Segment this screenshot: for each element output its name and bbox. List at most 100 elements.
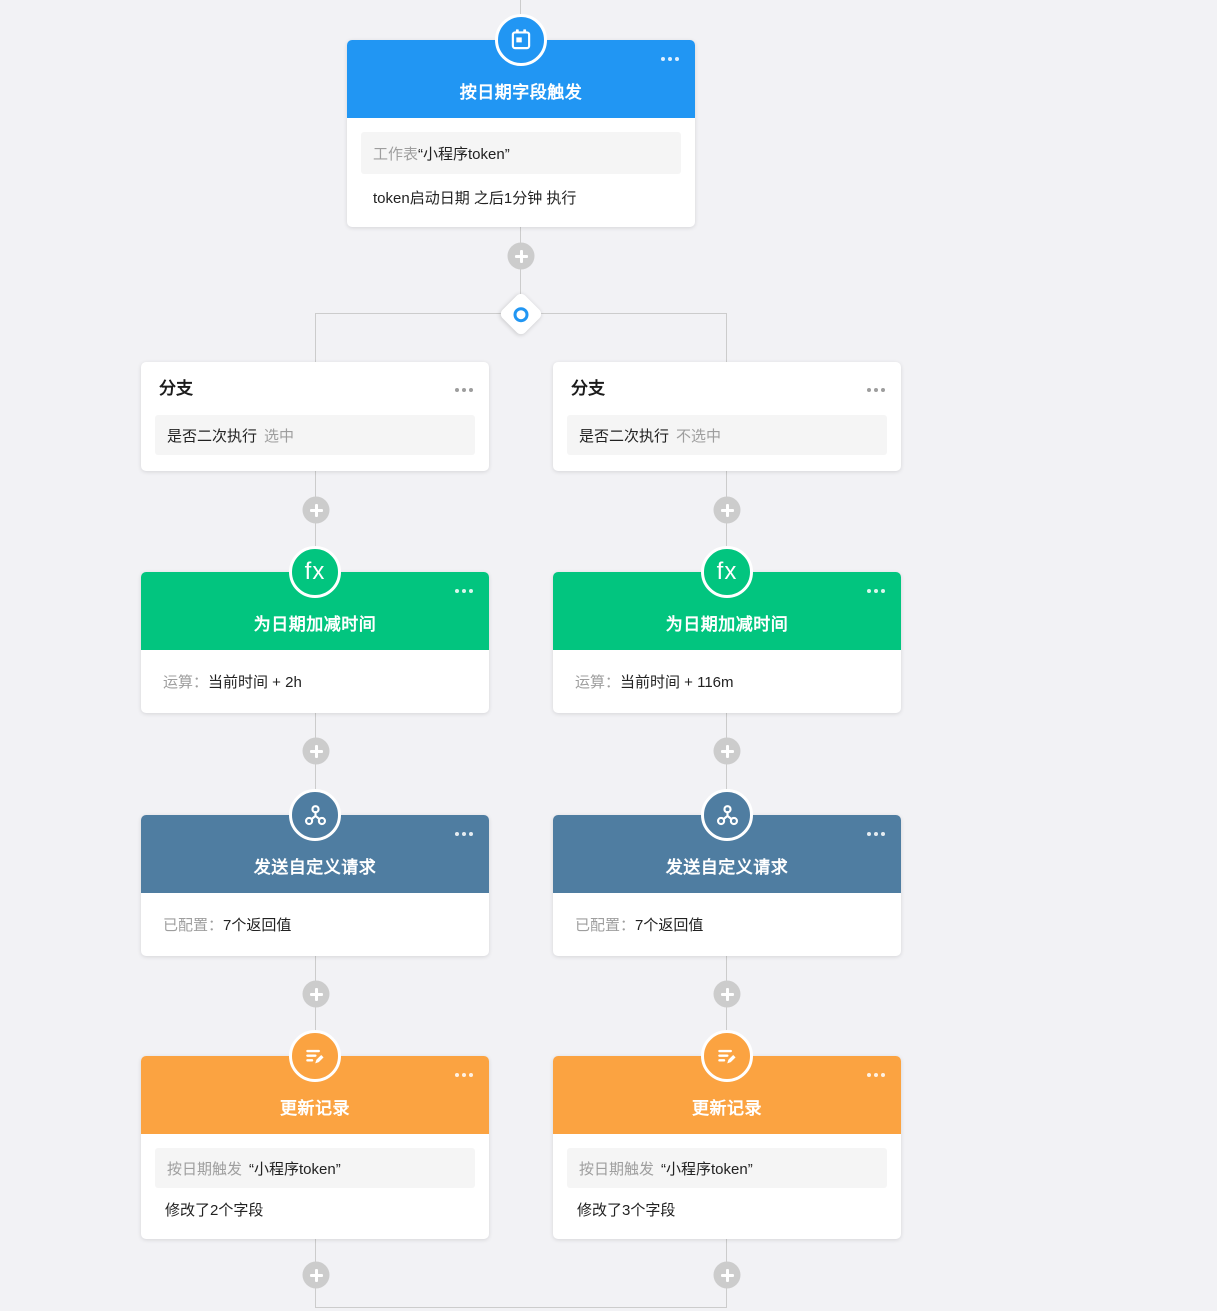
connector-line-branch-merge <box>315 1307 727 1308</box>
dot <box>881 832 885 836</box>
formula-value: 当前时间 + 116m <box>620 674 734 691</box>
node-update-card-right[interactable]: 更新记录 按日期触发 “小程序token” 修改了3个字段 <box>553 1030 901 1239</box>
dot <box>867 1073 871 1077</box>
condition-state: 不选中 <box>676 427 722 445</box>
more-menu-button[interactable] <box>453 830 475 838</box>
branch-condition-row: 是否二次执行选中 <box>155 415 475 455</box>
node-branch-card-right[interactable]: 分支 是否二次执行不选中 <box>553 362 901 471</box>
webhook-icon <box>716 804 738 825</box>
condition-field: 是否二次执行 <box>167 427 258 445</box>
dot <box>462 589 466 593</box>
request-summary-row: 已配置：7个返回值 <box>141 893 489 956</box>
formula-summary-row: 运算：当前时间 + 116m <box>553 650 901 713</box>
edit-list-icon <box>306 1049 324 1064</box>
dot <box>462 388 466 392</box>
add-node-button[interactable] <box>713 737 741 765</box>
update-trigger-label: 按日期触发 <box>579 1160 655 1178</box>
more-menu-button[interactable] <box>659 55 681 63</box>
node-trigger-card[interactable]: 按日期字段触发 工作表“小程序token” token启动日期 之后1分钟 执行 <box>347 14 695 227</box>
dot <box>867 832 871 836</box>
dot <box>462 832 466 836</box>
add-node-button[interactable] <box>713 1261 741 1289</box>
node-update-card-left[interactable]: 更新记录 按日期触发 “小程序token” 修改了2个字段 <box>141 1030 489 1239</box>
node-branch-card-left[interactable]: 分支 是否二次执行选中 <box>141 362 489 471</box>
update-changes-text: 修改了2个字段 <box>165 1202 264 1219</box>
request-summary-row: 已配置：7个返回值 <box>553 893 901 956</box>
formula-label: 运算： <box>575 674 621 691</box>
dot <box>455 832 459 836</box>
dot <box>881 589 885 593</box>
node-title: 发送自定义请求 <box>665 858 789 877</box>
node-title: 为日期加减时间 <box>665 615 789 634</box>
add-node-button[interactable] <box>507 242 535 270</box>
node-formula-card-right[interactable]: fx 为日期加减时间 运算：当前时间 + 116m <box>553 546 901 713</box>
update-record-name: “小程序token” <box>661 1160 753 1178</box>
update-trigger-label: 按日期触发 <box>167 1160 243 1178</box>
update-target-row: 按日期触发 “小程序token” <box>567 1148 887 1188</box>
update-record-icon <box>289 1030 341 1082</box>
dot <box>455 1073 459 1077</box>
node-title: 为日期加减时间 <box>253 615 377 634</box>
dot <box>881 1073 885 1077</box>
condition-field: 是否二次执行 <box>579 427 670 445</box>
webhook-icon <box>304 804 326 825</box>
update-record-name: “小程序token” <box>249 1160 341 1178</box>
calendar-trigger-icon <box>495 14 547 66</box>
dot <box>469 388 473 392</box>
dot <box>867 589 871 593</box>
add-node-button[interactable] <box>302 980 330 1008</box>
fx-formula-icon: fx <box>289 546 341 598</box>
more-menu-button[interactable] <box>453 587 475 595</box>
dot <box>675 57 679 61</box>
more-menu-button[interactable] <box>865 386 887 394</box>
node-title: 更新记录 <box>692 1099 762 1118</box>
fx-icon: fx <box>716 558 738 585</box>
request-label: 已配置： <box>575 917 636 934</box>
dot <box>874 388 878 392</box>
dot <box>661 57 665 61</box>
add-node-button[interactable] <box>713 496 741 524</box>
worksheet-name: “小程序token” <box>418 145 510 163</box>
dot <box>455 589 459 593</box>
gateway-circle-icon <box>510 303 532 325</box>
node-title: 更新记录 <box>280 1099 350 1118</box>
trigger-card-header: 按日期字段触发 <box>347 14 695 118</box>
dot <box>469 832 473 836</box>
node-title: 按日期字段触发 <box>459 83 583 102</box>
trigger-schedule-text: token启动日期 之后1分钟 执行 <box>373 190 577 207</box>
node-title: 发送自定义请求 <box>253 858 377 877</box>
node-request-card-right[interactable]: 发送自定义请求 已配置：7个返回值 <box>553 789 901 956</box>
trigger-worksheet-row: 工作表“小程序token” <box>361 132 681 174</box>
update-changes-text: 修改了3个字段 <box>577 1202 676 1219</box>
more-menu-button[interactable] <box>453 1071 475 1079</box>
edit-list-icon <box>718 1049 736 1064</box>
add-node-button[interactable] <box>713 980 741 1008</box>
dot <box>469 589 473 593</box>
more-menu-button[interactable] <box>453 386 475 394</box>
add-node-button[interactable] <box>302 1261 330 1289</box>
more-menu-button[interactable] <box>865 587 887 595</box>
more-menu-button[interactable] <box>865 830 887 838</box>
dot <box>462 1073 466 1077</box>
more-menu-button[interactable] <box>865 1071 887 1079</box>
node-title: 分支 <box>159 379 193 398</box>
node-formula-card-left[interactable]: fx 为日期加减时间 运算：当前时间 + 2h <box>141 546 489 713</box>
node-request-card-left[interactable]: 发送自定义请求 已配置：7个返回值 <box>141 789 489 956</box>
dot <box>874 1073 878 1077</box>
request-label: 已配置： <box>163 917 224 934</box>
request-value: 7个返回值 <box>635 917 704 934</box>
node-title: 分支 <box>571 379 605 398</box>
add-node-button[interactable] <box>302 496 330 524</box>
calendar-icon <box>511 29 531 50</box>
trigger-card-body: 工作表“小程序token” token启动日期 之后1分钟 执行 <box>347 118 695 227</box>
branch-condition-row: 是否二次执行不选中 <box>567 415 887 455</box>
fx-icon: fx <box>304 558 326 585</box>
formula-value: 当前时间 + 2h <box>208 674 302 691</box>
condition-state: 选中 <box>264 427 295 445</box>
update-target-row: 按日期触发 “小程序token” <box>155 1148 475 1188</box>
branch-gateway-node[interactable] <box>498 291 544 337</box>
add-node-button[interactable] <box>302 737 330 765</box>
fx-formula-icon: fx <box>701 546 753 598</box>
dot <box>874 589 878 593</box>
